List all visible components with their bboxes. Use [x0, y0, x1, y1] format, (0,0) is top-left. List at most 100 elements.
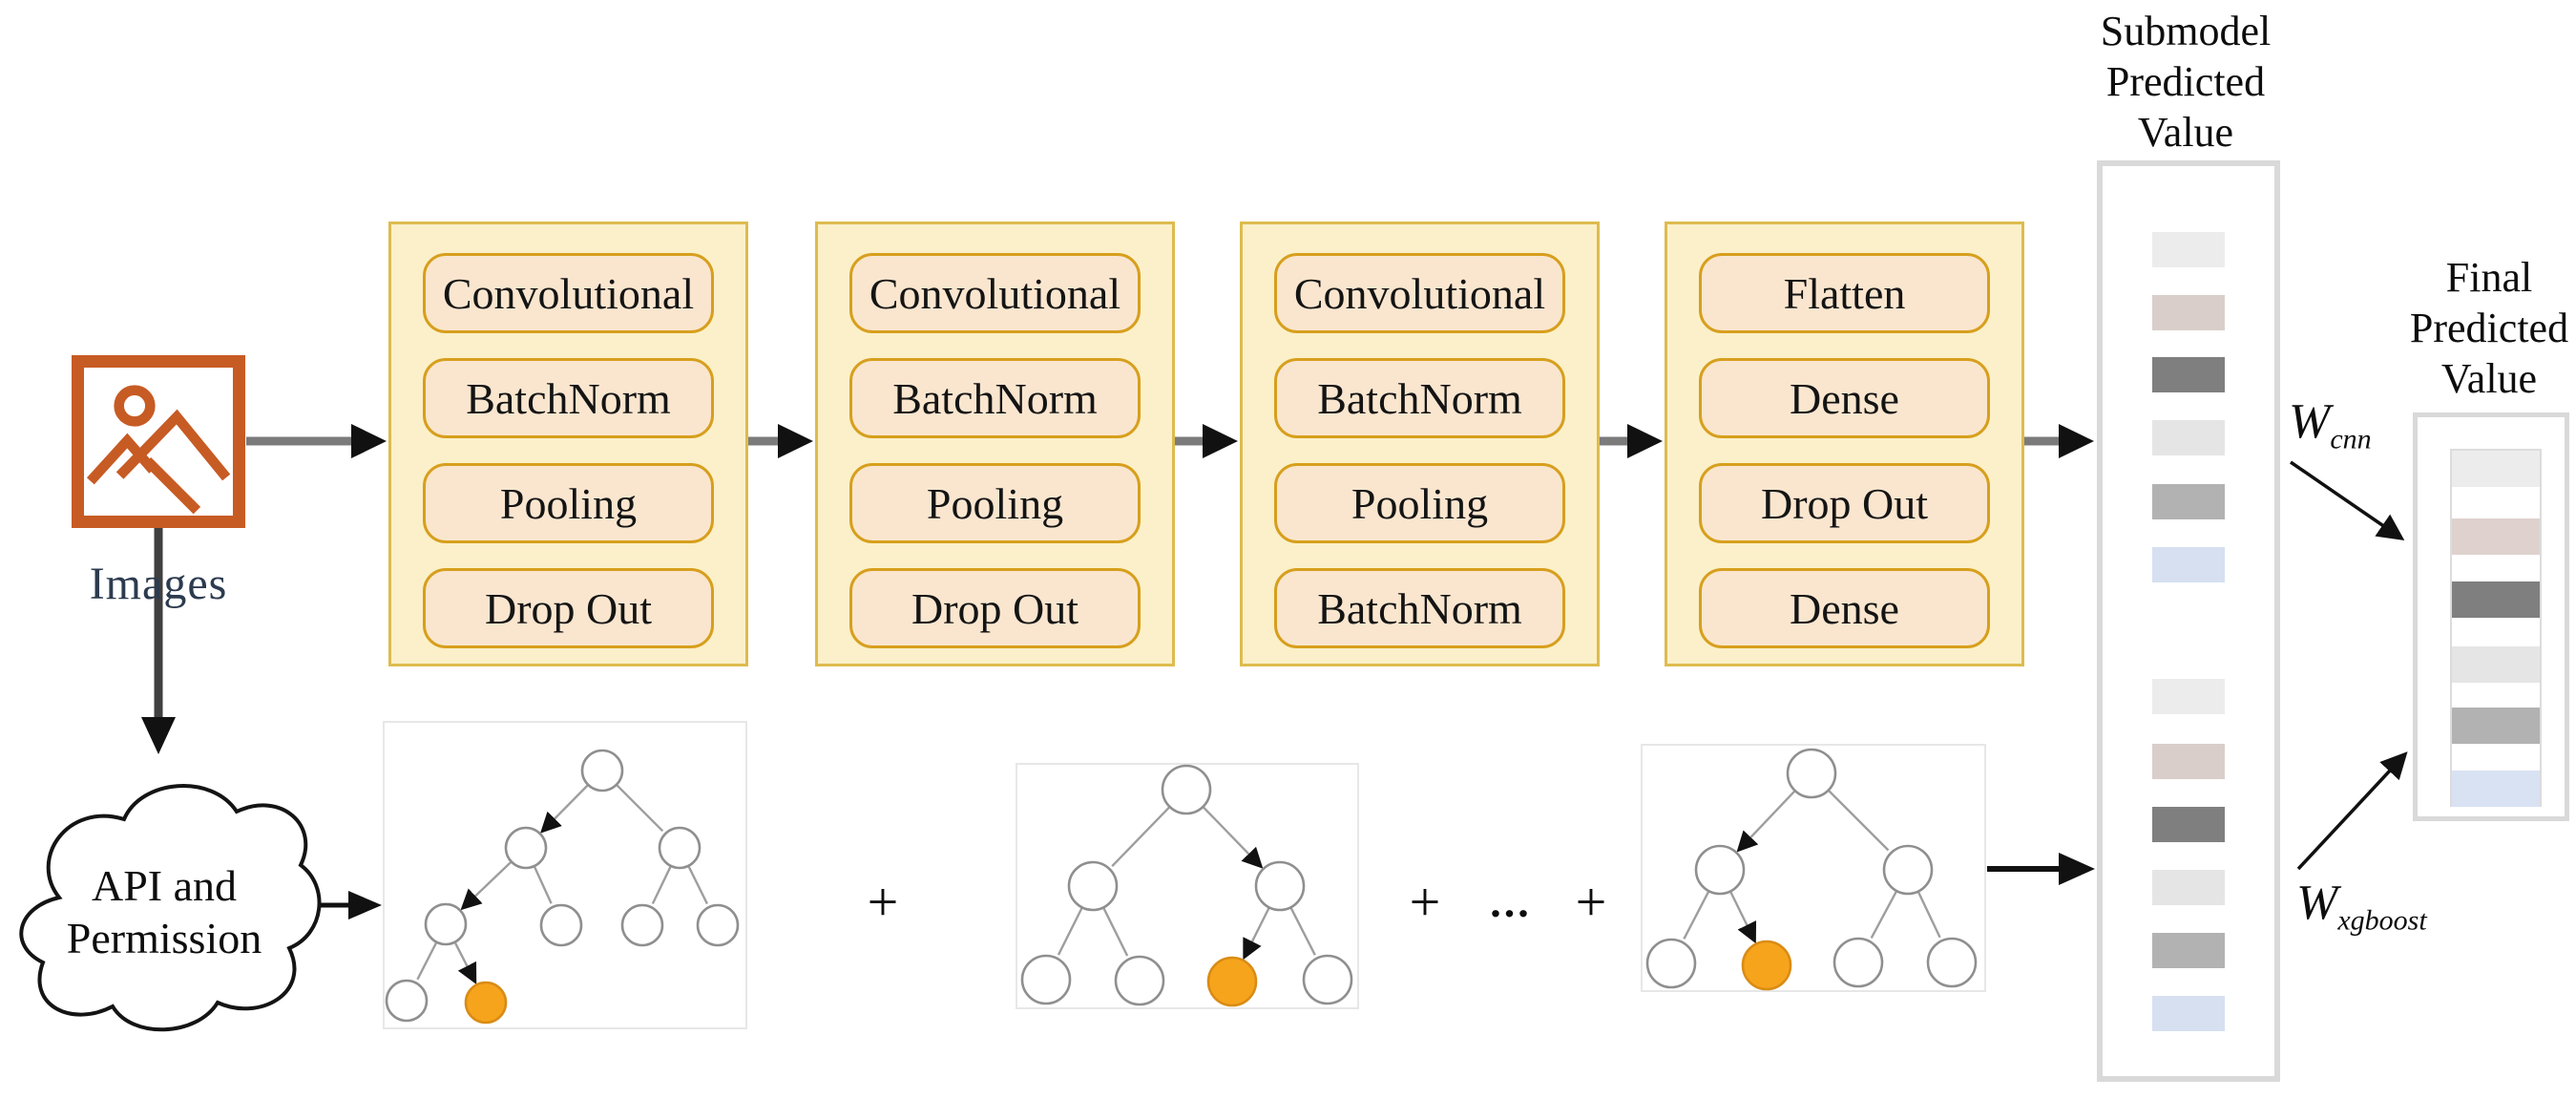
submodel-bar-5 — [2152, 547, 2225, 582]
image-icon — [87, 384, 230, 514]
xgboost-tree-1 — [383, 721, 747, 1029]
submodel-title: Submodel Predicted Value — [2062, 6, 2310, 158]
final-box — [2413, 412, 2569, 821]
tree-node — [504, 826, 548, 870]
tree-edge — [1917, 891, 1941, 939]
tree-node — [1926, 937, 1978, 988]
arrow-cloud-to-tree1 — [315, 891, 382, 919]
weight-cnn-sub: cnn — [2330, 423, 2372, 455]
tree-edge — [1736, 791, 1795, 853]
api-cloud-line2: Permission — [66, 914, 262, 962]
tree-edge — [687, 866, 709, 905]
weight-xgboost-base: W — [2296, 876, 2338, 930]
tree-edge — [616, 784, 664, 833]
tree-edge — [534, 866, 553, 904]
arrow-wxgboost — [2296, 751, 2408, 871]
weight-cnn-label: Wcnn — [2289, 393, 2372, 454]
tree-node-highlighted — [464, 981, 508, 1025]
arrow-images-to-cloud — [141, 528, 176, 754]
tree-edge — [1870, 891, 1897, 940]
layer-pill: Pooling — [1274, 463, 1565, 543]
submodel-title-line: Submodel — [2100, 8, 2272, 54]
layer-pill: Convolutional — [1274, 253, 1565, 333]
arrow-images-to-block1 — [246, 424, 387, 458]
input-image-icon — [72, 355, 245, 528]
layer-pill: BatchNorm — [423, 358, 714, 438]
layer-pill: BatchNorm — [1274, 568, 1565, 648]
layer-pill: Convolutional — [423, 253, 714, 333]
final-strip — [2450, 449, 2542, 807]
layer-pill: Dense — [1699, 568, 1990, 648]
layer-pill: Pooling — [423, 463, 714, 543]
layer-pill: Drop Out — [849, 568, 1141, 648]
arrow-wcnn — [2290, 460, 2405, 540]
submodel-box — [2097, 160, 2280, 1082]
api-cloud-line1: API and — [91, 861, 238, 910]
layer-pill: Drop Out — [423, 568, 714, 648]
tree-edge — [1683, 891, 1710, 940]
tree-edge — [1828, 790, 1890, 852]
tree-edge — [1203, 806, 1264, 869]
tree-edge — [453, 942, 477, 984]
tree-node — [1254, 860, 1306, 912]
submodel-bar-9 — [2152, 870, 2225, 905]
final-bar-2 — [2452, 581, 2540, 618]
tree-node — [1161, 764, 1212, 815]
tree-edge — [651, 866, 672, 904]
final-title: Final Predicted Value — [2403, 252, 2575, 404]
submodel-bar-3 — [2152, 420, 2225, 455]
final-title-line: Predicted — [2409, 305, 2569, 351]
tree-node — [424, 902, 468, 946]
images-label: Images — [89, 559, 228, 609]
weight-xgboost-label: Wxgboost — [2296, 875, 2427, 935]
submodel-title-line: Value — [2137, 109, 2234, 156]
arrow-block2-to-block3 — [1175, 424, 1238, 458]
final-title-line: Value — [2440, 355, 2538, 402]
submodel-bar-1 — [2152, 295, 2225, 330]
final-bar-5 — [2452, 771, 2540, 807]
xgboost-tree-3 — [1641, 744, 1986, 992]
weight-cnn-base: W — [2289, 394, 2331, 449]
tree-edge — [416, 942, 438, 981]
arrow-trees-to-submodel — [1987, 853, 2095, 885]
tree-node — [696, 903, 740, 947]
layer-pill: Pooling — [849, 463, 1141, 543]
tree-node — [1694, 844, 1746, 896]
tree-node — [1882, 844, 1934, 896]
tree-node — [580, 749, 624, 793]
ellipsis: ... — [1490, 877, 1532, 926]
plus-sign-3: + — [1575, 871, 1607, 933]
final-title-line: Final — [2445, 254, 2533, 301]
submodel-bar-8 — [2152, 807, 2225, 842]
submodel-bar-10 — [2152, 933, 2225, 968]
tree-edge — [1243, 907, 1270, 961]
submodel-bar-0 — [2152, 232, 2225, 267]
tree-node — [1786, 748, 1837, 799]
xgboost-tree-2 — [1016, 763, 1359, 1009]
layer-pill: Drop Out — [1699, 463, 1990, 543]
final-bar-4 — [2452, 708, 2540, 744]
tree-node-highlighted — [1741, 940, 1792, 991]
tree-node — [385, 979, 429, 1023]
layer-pill: Flatten — [1699, 253, 1990, 333]
weight-xgboost-sub: xgboost — [2337, 904, 2427, 937]
plus-sign-1: + — [867, 871, 899, 933]
layer-pill: BatchNorm — [849, 358, 1141, 438]
tree-edge — [1729, 891, 1757, 944]
cnn-block-2: Convolutional BatchNorm Pooling Drop Out — [815, 222, 1175, 666]
layer-pill: Dense — [1699, 358, 1990, 438]
layer-pill: Convolutional — [849, 253, 1141, 333]
tree-edge — [1102, 907, 1129, 957]
tree-node — [539, 903, 583, 947]
tree-node — [1020, 954, 1072, 1005]
tree-edge — [460, 861, 512, 911]
tree-edge — [1289, 907, 1316, 956]
submodel-bar-11 — [2152, 996, 2225, 1031]
tree-node — [1833, 937, 1884, 988]
tree-node — [1645, 938, 1697, 989]
submodel-bar-4 — [2152, 484, 2225, 519]
tree-node — [1067, 860, 1119, 912]
submodel-bar-6 — [2152, 679, 2225, 714]
